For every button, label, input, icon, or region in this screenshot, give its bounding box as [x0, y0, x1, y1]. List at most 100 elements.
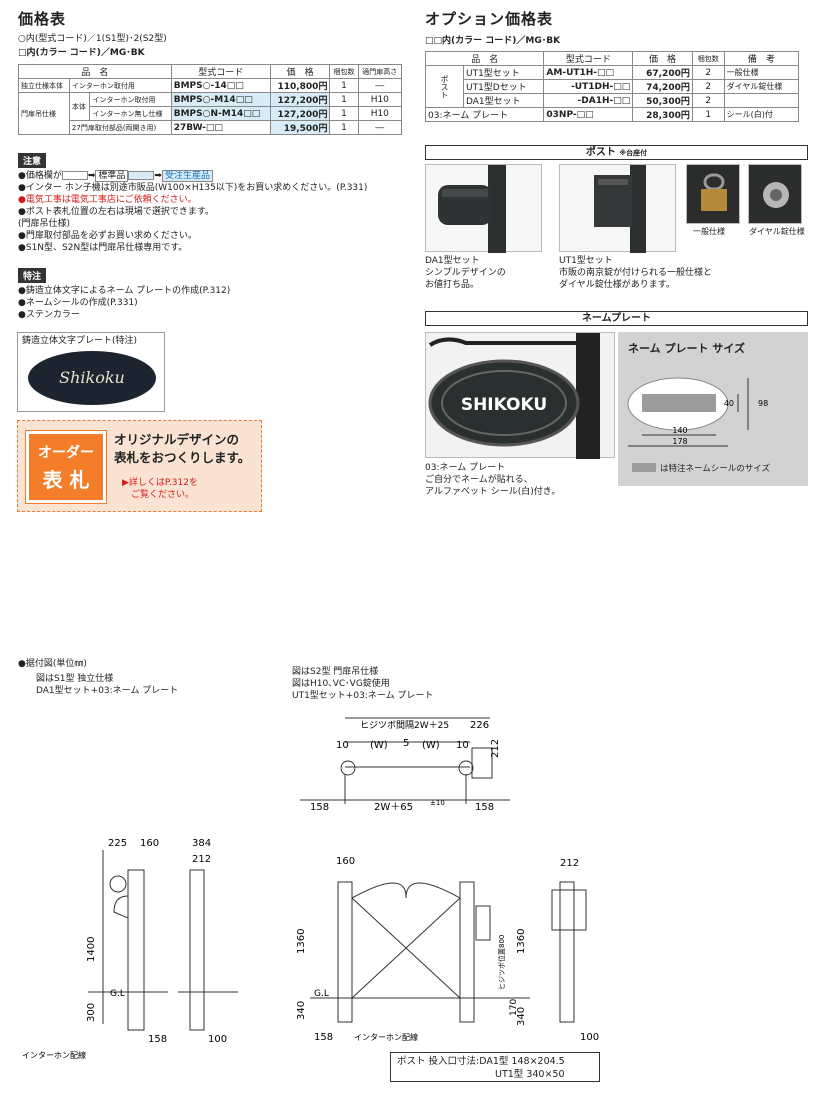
option-price-title: オプション価格表 [425, 10, 554, 28]
cell: ダイヤル錠仕様 [723, 79, 800, 94]
dim-212: 212 [490, 739, 501, 758]
da1-post-photo [425, 164, 542, 253]
size-diagram: 140 178 40 98 [627, 377, 768, 472]
special-list: ●鋳造立体文字によるネーム プレートの作成(P.312) ●ネームシールの作成(… [18, 285, 230, 321]
dim-40: 40 [724, 399, 734, 408]
order-banner[interactable]: オーダー 表 札 オリジナルデザインの 表札をおつくりします。 ▶詳しくはP.3… [17, 420, 262, 512]
dim-pitch: ヒジツボ間隔2W＋25 [360, 720, 449, 731]
post-group-label: ポスト [425, 65, 464, 108]
cell: 127,200円 [269, 106, 331, 121]
table-row: ポスト UT1型セット AM-UT1H-□□ 67,200円 2 一般仕様 [425, 65, 800, 108]
cell: 1 [329, 92, 359, 107]
cell: インターホン取付用 [89, 92, 172, 107]
dim-10a: 10 [336, 740, 349, 751]
dim-158b: 158 [475, 802, 494, 812]
nameplate-section-header: ネームプレート [425, 311, 808, 326]
dim-1360: 1360 [296, 929, 307, 954]
special-item: ●鋳造立体文字によるネーム プレートの作成(P.312) [18, 286, 231, 296]
cell: UT1型Dセット [462, 79, 545, 94]
dial-lock-icon [763, 182, 789, 208]
dim-340: 340 [296, 1001, 307, 1020]
cell: 19,500円 [269, 120, 331, 135]
col-header: 価 格 [269, 64, 331, 79]
col-header: 品 名 [424, 51, 545, 66]
dim-300: 300 [86, 1003, 97, 1022]
col-header: 適門扉高さ [357, 64, 403, 79]
dim-178: 178 [672, 437, 687, 446]
cell: 27BW-□□ [170, 120, 271, 135]
cell: BMPS○-M14□□ [170, 92, 271, 107]
dim-212: 212 [192, 854, 211, 865]
option-color-note: □□内(カラー コード)／MG･BK [425, 36, 561, 46]
cast-plate-box: 鋳造立体文字プレート(特注) Shikoku [17, 332, 165, 412]
dim-170: 170 [509, 999, 519, 1016]
nameplate-word: SHIKOKU [461, 395, 547, 415]
dim-158: 158 [148, 1034, 167, 1045]
cast-plate-title: 鋳造立体文字プレート(特注) [22, 336, 138, 346]
dim-tolerance: ±10 [430, 799, 445, 807]
table-row: 03:ネーム プレート 03NP-□□ 28,300円 1 シール(白)付 [424, 107, 800, 122]
cell: 1 [329, 106, 359, 121]
col-header: 価 格 [632, 51, 693, 66]
dim-160: 160 [140, 838, 159, 849]
cell: H10 [357, 92, 403, 107]
cell: 127,200円 [269, 92, 331, 107]
table-row: 27門扉取付部品(両開き用) 27BW-□□ 19,500円 1 ― [19, 120, 403, 135]
dim-160: 160 [336, 856, 355, 867]
model-code-note: ○内(型式コード)／1(S1型)･2(S2型) [18, 34, 167, 44]
cell: 1 [329, 120, 359, 135]
cell: インターホン取付用 [68, 78, 172, 93]
drawings-title: ●据付図(単位㎜) [18, 659, 87, 669]
dim-98: 98 [758, 399, 768, 408]
cell: -DA1H-□□ [543, 93, 634, 108]
cell: 本体 [68, 92, 91, 121]
dim-225: 225 [108, 838, 127, 849]
note-item: ●S1N型、S2N型は門扉吊仕様専用です。 [18, 243, 188, 253]
gl-label: G.L [314, 989, 329, 999]
order-text: オリジナルデザインの [114, 432, 240, 447]
special-item: ●ネームシールの作成(P.331) [18, 298, 138, 308]
cell: H10 [357, 106, 403, 121]
special-label: 特注 [18, 268, 47, 283]
dim-1360b: 1360 [516, 929, 527, 954]
dim-226: 226 [470, 720, 489, 731]
cell: 27門扉取付部品(両開き用) [68, 120, 172, 135]
nameplate-size-panel: ネーム プレート サイズ 140 178 40 98 は特注ネームシールのサイズ [618, 332, 808, 486]
cell: シール(白)付 [723, 107, 800, 122]
cell: BMPS○-14□□ [170, 78, 271, 93]
gl-label: G.L [110, 989, 125, 999]
note-item: ●電気工事は電気工事店にご依頼ください。 [18, 195, 197, 205]
ut1-post-photo [559, 164, 676, 253]
order-swatch [128, 171, 155, 180]
padlock-photo [686, 164, 740, 224]
col-header: 品 名 [18, 64, 172, 79]
cell: 74,200円 [632, 79, 693, 94]
hinge-height: ヒジツボ位置800 [497, 935, 506, 990]
cell: 一般仕様 [723, 65, 800, 80]
dim-span: 2W＋65 [374, 802, 413, 812]
dim-464: 464 [552, 850, 571, 851]
da1-caption: DA1型セットシンプルデザインのお値打ち品。 [425, 256, 506, 290]
color-code-note: □内(カラー コード)／MG･BK [18, 48, 145, 58]
cell: 28,300円 [632, 107, 693, 122]
ut1-caption: UT1型セット市販の南京錠が付けられる一般仕様とダイヤル錠仕様があります。 [559, 256, 713, 290]
intercom-wiring-label: インターホン配線 [354, 1032, 418, 1042]
cell: ― [357, 120, 403, 135]
note-item: ●門扉取付部品を必ずお買い求めください。 [18, 231, 197, 241]
lock1-caption: 一般仕様 [693, 227, 725, 236]
col-header: 梱包数 [691, 51, 725, 66]
col-header: 梱包数 [329, 64, 359, 79]
cell: ― [357, 78, 403, 93]
dim-10b: 10 [456, 740, 469, 751]
dim-w1: (W) [370, 740, 388, 751]
dim-140: 140 [672, 426, 687, 435]
order-link[interactable]: ▶詳しくはP.312を ご覧ください。 [122, 478, 198, 500]
price-table-title: 価格表 [18, 10, 67, 28]
post-section-header: ポスト ※台座付 [425, 145, 808, 160]
notes-list: ●価格欄が➡標準品➡受注生産品 ●インター ホン子機は別途市販品(W100×H1… [18, 170, 408, 254]
s2-elevation-drawing: 160 1360 340 G.L 158 インターホン配線 ヒジツボ位置800 … [296, 850, 599, 1043]
cell: 110,800円 [269, 78, 331, 93]
note-item: ●インター ホン子機は別途市販品(W100×H135以下)をお買い求めください。… [18, 183, 368, 193]
post-slot-dimensions: ポスト 投入口寸法:DA1型 148×204.5 UT1型 340×50 [390, 1052, 600, 1082]
table-row: 独立仕様本体 インターホン取付用 BMPS○-14□□ 110,800円 1 ― [18, 78, 403, 93]
